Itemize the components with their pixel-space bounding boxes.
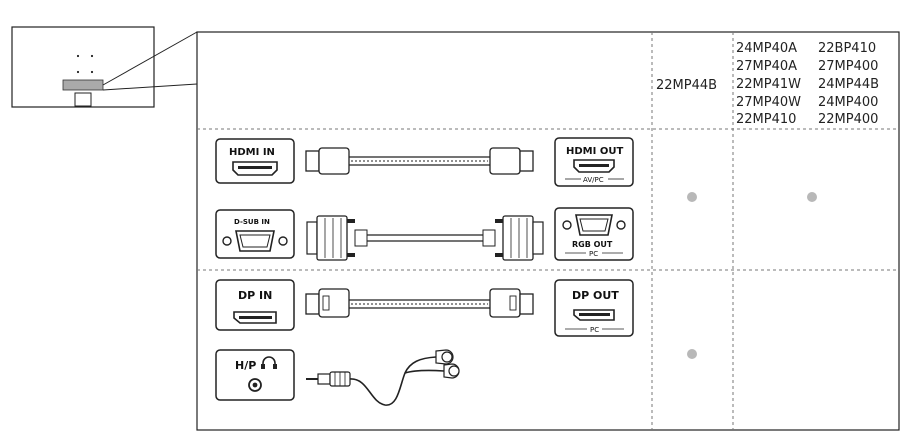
headphone-icon: [262, 356, 276, 368]
svg-text:H/P: H/P: [235, 359, 256, 372]
svg-text:HDMI IN: HDMI IN: [229, 147, 275, 158]
support-dot-dp-hp-narrow: [687, 349, 697, 359]
svg-text:22MP41W: 22MP41W: [736, 77, 801, 92]
dsub-cable: [306, 215, 544, 261]
rear-port-highlight: [62, 79, 104, 91]
svg-text:24MP44B: 24MP44B: [818, 77, 879, 92]
vga-port-icon: [222, 230, 288, 252]
support-dot-hdmi-dsub-narrow: [687, 192, 697, 202]
svg-text:DP OUT: DP OUT: [572, 289, 619, 302]
svg-text:D-SUB IN: D-SUB IN: [234, 218, 270, 226]
vga-out-port-icon: [562, 214, 626, 236]
support-dot-hdmi-dsub-wide: [807, 192, 817, 202]
dp-cable: [305, 288, 534, 318]
svg-text:PC: PC: [589, 250, 598, 258]
model-header-narrow: 22MP44B: [656, 78, 717, 93]
svg-text:22MP410: 22MP410: [736, 112, 796, 127]
svg-text:24MP400: 24MP400: [818, 95, 878, 110]
svg-text:DP IN: DP IN: [238, 289, 272, 302]
svg-text:AV/PC: AV/PC: [583, 176, 604, 184]
earphone-cable: [306, 349, 460, 406]
hdmi-cable: [305, 147, 534, 175]
model-header-wide: 24MP40A 22BP410 27MP40A 27MP400 22MP41W …: [736, 41, 879, 127]
dsub-in-port-box: D-SUB IN: [215, 209, 295, 259]
svg-text:27MP40W: 27MP40W: [736, 95, 801, 110]
compatibility-table: [196, 31, 900, 431]
dp-out-port-box: DP OUT PC: [554, 279, 634, 337]
hdmi-in-port-box: HDMI IN: [215, 138, 295, 184]
svg-text:27MP40A: 27MP40A: [736, 59, 797, 74]
dp-in-port-box: DP IN: [215, 279, 295, 331]
monitor-thumbnail: [11, 26, 198, 108]
svg-text:RGB OUT: RGB OUT: [572, 240, 613, 249]
headphone-port-box: H/P: [215, 349, 295, 401]
svg-text:PC: PC: [590, 326, 599, 334]
svg-text:27MP400: 27MP400: [818, 59, 878, 74]
svg-text:22MP400: 22MP400: [818, 112, 878, 127]
svg-text:HDMI OUT: HDMI OUT: [566, 146, 623, 157]
svg-text:24MP40A: 24MP40A: [736, 41, 797, 56]
hdmi-out-port-box: HDMI OUT AV/PC: [554, 137, 634, 187]
rgb-out-port-box: RGB OUT PC: [554, 207, 634, 261]
svg-text:22BP410: 22BP410: [818, 41, 876, 56]
